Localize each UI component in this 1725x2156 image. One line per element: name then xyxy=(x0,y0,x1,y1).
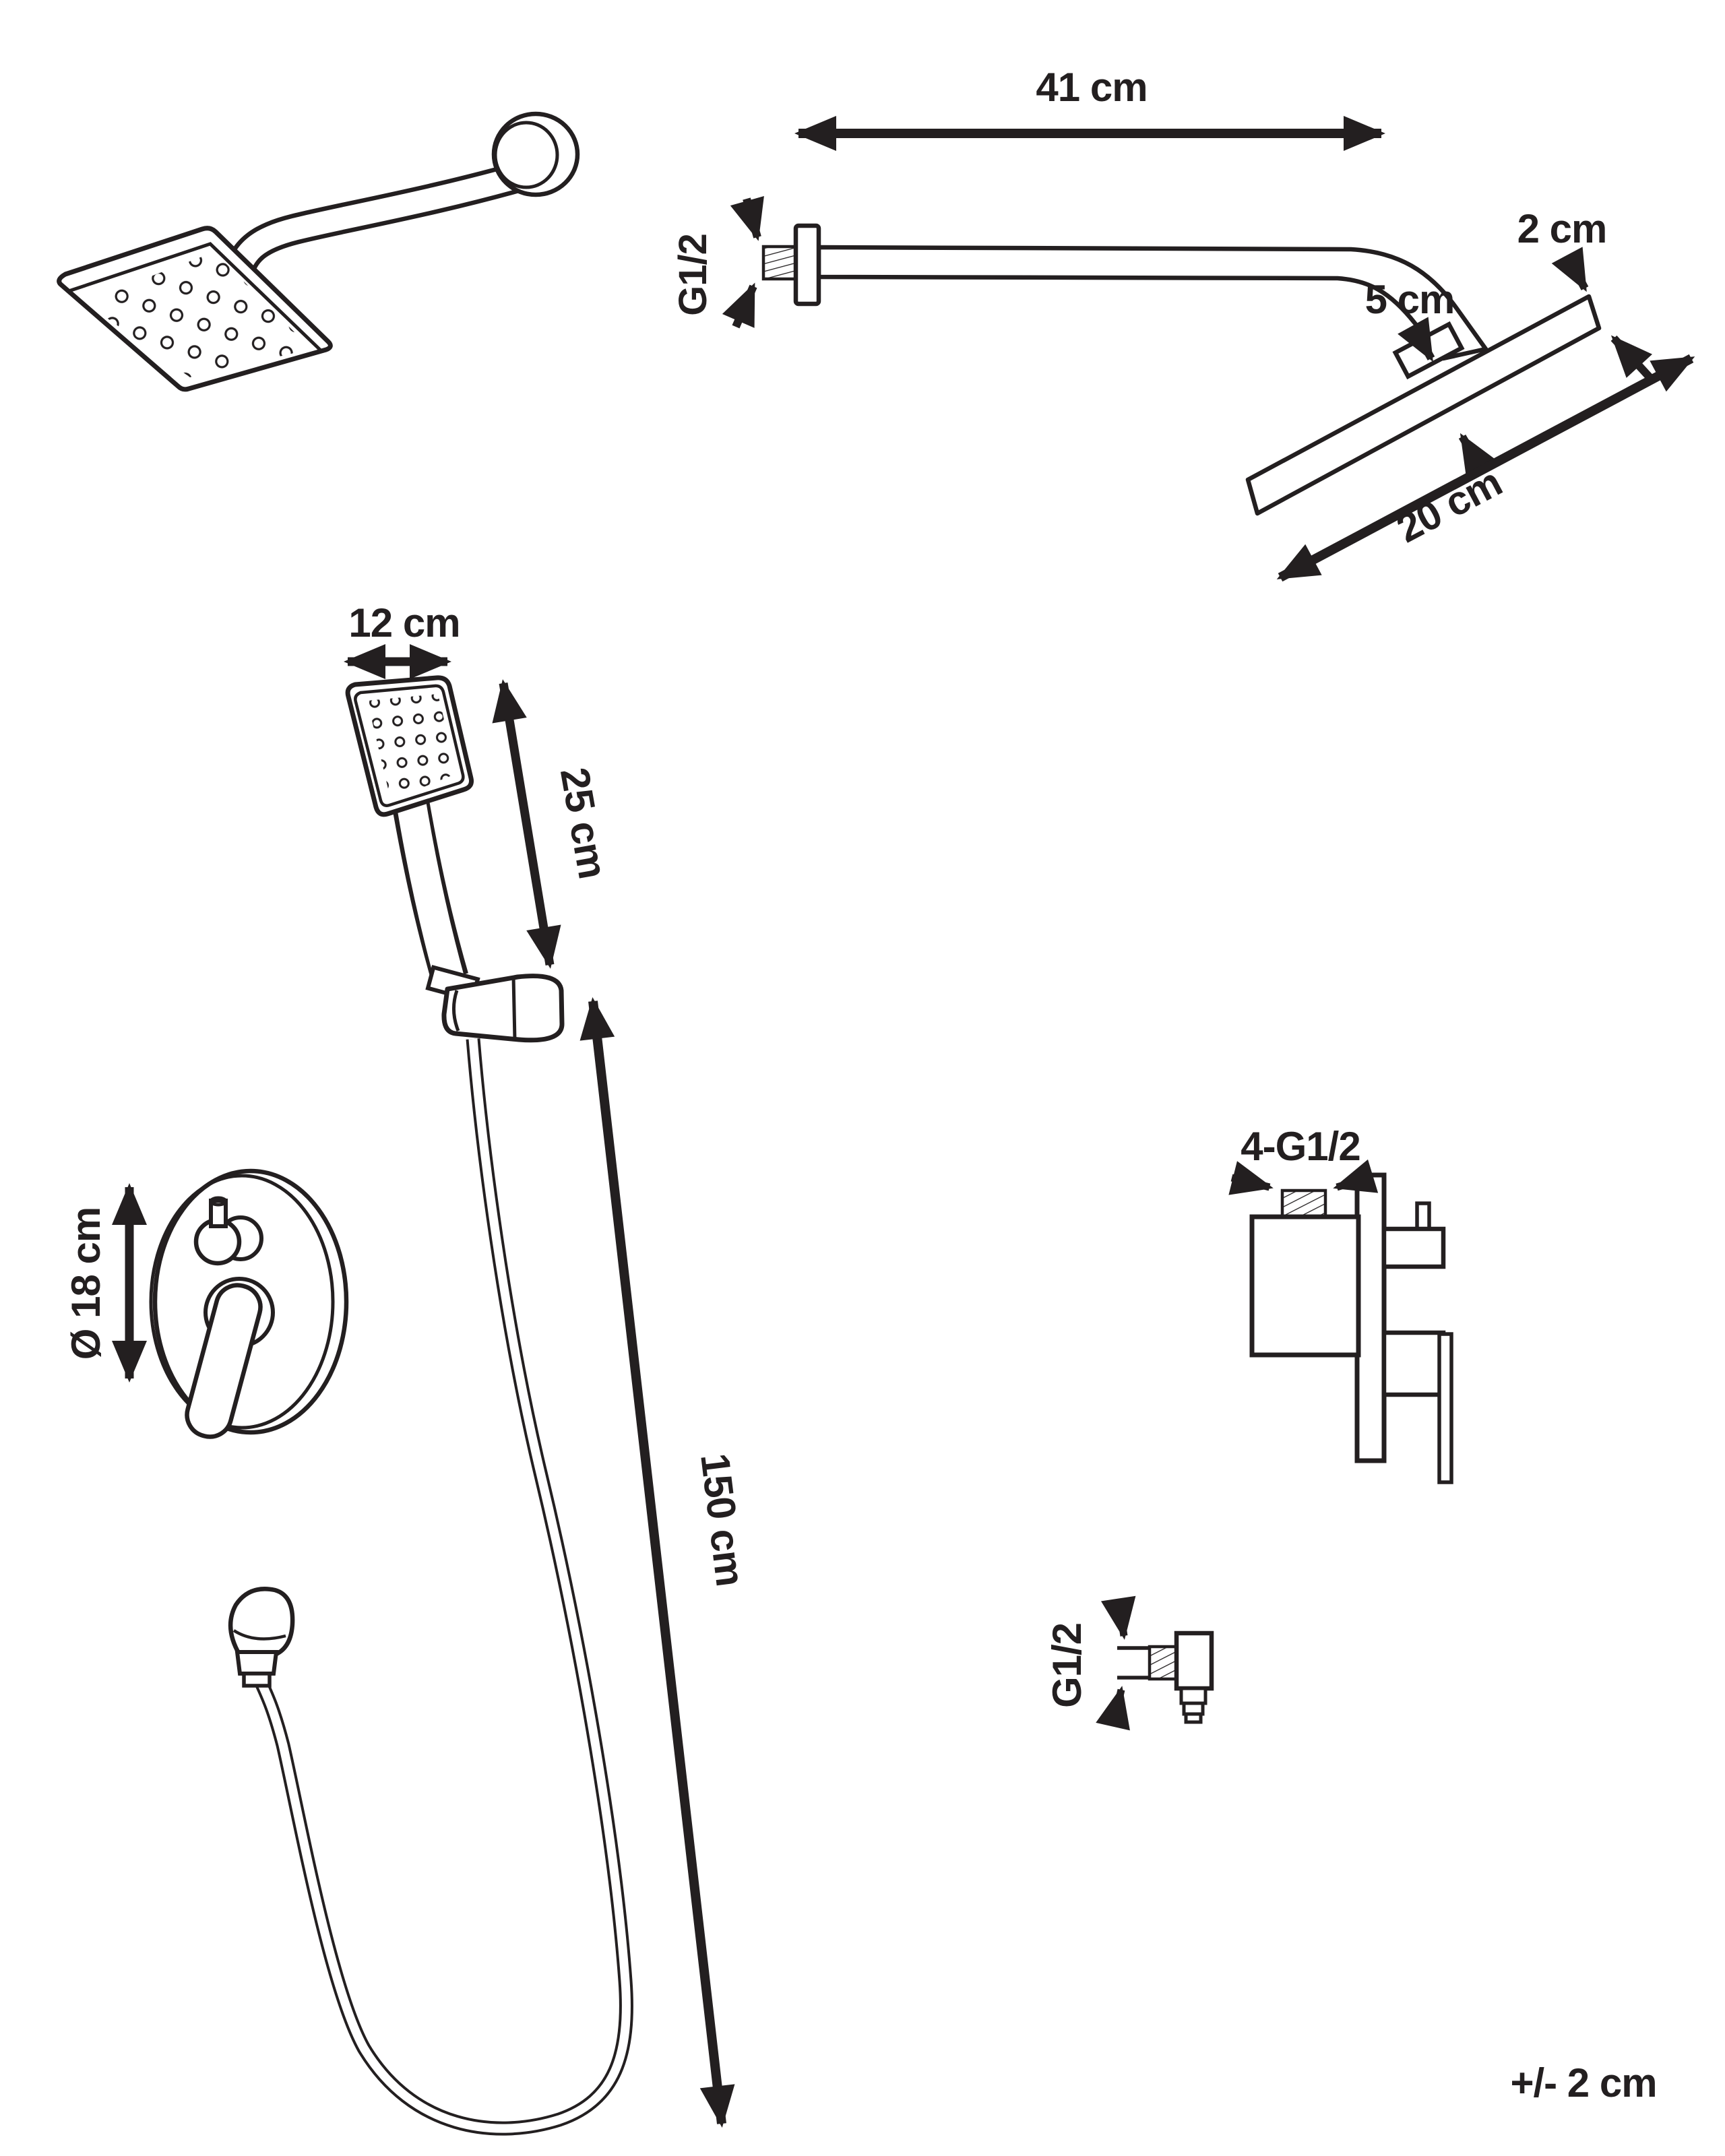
dim-arrow-150cm xyxy=(579,997,735,2128)
dim-2cm-arrow-bottom xyxy=(1610,335,1654,382)
dim-5cm-arrow xyxy=(1398,317,1435,362)
outlet-step-1 xyxy=(1179,1686,1208,1705)
wall-holder xyxy=(441,974,565,1043)
wall-flange-inner xyxy=(493,121,559,189)
hand-shower-nozzles xyxy=(367,694,457,800)
dim-arrow-25cm xyxy=(492,679,561,969)
mixer-thread-arrow-left xyxy=(1228,1161,1274,1195)
tolerance-note: +/- 2 cm xyxy=(1510,2060,1656,2105)
mixer-plate-inner xyxy=(149,1174,335,1430)
rain-shower-perspective xyxy=(57,111,580,392)
outlet-thread xyxy=(1148,1645,1179,1681)
arm-thread xyxy=(761,245,798,281)
mixer-side-view: 4-G1/2 xyxy=(1228,1124,1453,1484)
label-41cm: 41 cm xyxy=(1036,65,1147,110)
hand-shower: 12 cm 25 cm 150 cm xyxy=(228,600,753,2136)
rain-shower-side-view: 41 cm G1/2 2 cm 5 cm 20 cm xyxy=(671,65,1695,582)
diverter-stem-top xyxy=(209,1196,228,1207)
wall-holder-clamp-line xyxy=(452,990,460,1032)
label-18cm: Ø 18 cm xyxy=(63,1207,108,1360)
dim-2cm-arrow-top xyxy=(1551,247,1589,292)
diverter-stem xyxy=(209,1199,228,1228)
shower-hose-inner xyxy=(257,1038,631,2133)
mixer-diverter-block xyxy=(1381,1226,1446,1269)
rain-head-rim xyxy=(68,242,323,353)
g12-arrow-bottom xyxy=(722,282,757,329)
mixer-front-view: Ø 18 cm xyxy=(63,1168,349,1439)
label-20cm: 20 cm xyxy=(1389,459,1509,552)
mixer-body xyxy=(1249,1214,1361,1358)
outlet-body xyxy=(1174,1630,1214,1691)
label-2cm: 2 cm xyxy=(1517,206,1607,251)
hose-connector-cap xyxy=(228,1587,295,1660)
wall-holder-plate-line xyxy=(511,976,517,1041)
outlet-arrow-bottom xyxy=(1096,1686,1130,1731)
dim-arrow-20cm xyxy=(1276,354,1695,582)
hand-shower-handle-inner xyxy=(395,791,465,985)
label-25cm: 25 cm xyxy=(552,764,616,881)
g12-arrow-top xyxy=(730,196,764,241)
arm-wall-flange xyxy=(793,223,821,307)
hose-connector-cap-line xyxy=(232,1629,286,1641)
hand-shower-head-rim xyxy=(354,684,465,807)
label-g12-arm: G1/2 xyxy=(671,234,715,316)
hose-outlet-fitting: G1/2 xyxy=(1044,1595,1214,1731)
label-5cm: 5 cm xyxy=(1365,277,1455,322)
mixer-thread-arrow-right xyxy=(1333,1159,1379,1193)
outlet-step-3 xyxy=(1184,1712,1203,1724)
mixer-diverter-stem xyxy=(1415,1201,1431,1232)
hose-connector-step xyxy=(242,1672,272,1688)
wall-flange-outer xyxy=(491,111,580,197)
label-g12-outlet: G1/2 xyxy=(1044,1623,1090,1708)
arm-side-tube xyxy=(816,245,1488,361)
dim-5cm-arrow-up xyxy=(1458,433,1497,478)
label-4g12: 4-G1/2 xyxy=(1241,1124,1360,1169)
shower-hose xyxy=(255,1038,633,2136)
hose-connector-nut xyxy=(234,1650,279,1676)
label-150cm: 150 cm xyxy=(692,1451,753,1588)
mixer-wall-plate xyxy=(1354,1172,1387,1463)
label-12cm: 12 cm xyxy=(348,600,460,645)
outlet-arrow-top xyxy=(1100,1595,1136,1640)
rain-head-nozzles xyxy=(84,252,311,377)
mixer-lever xyxy=(185,1283,263,1439)
mixer-lever-block xyxy=(1381,1330,1446,1397)
mixer-thread xyxy=(1280,1188,1327,1219)
mixer-lever-bar xyxy=(1437,1332,1453,1484)
shower-arm-tube-inner xyxy=(226,163,533,285)
